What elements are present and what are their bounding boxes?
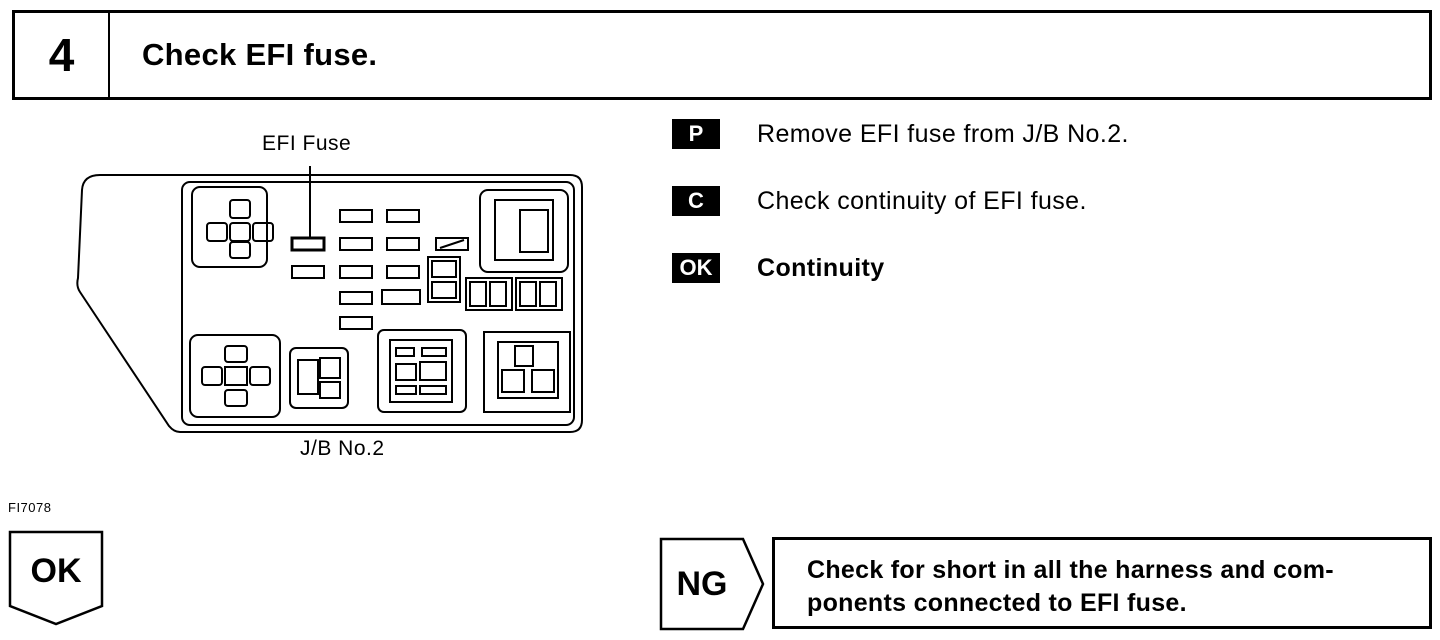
ng-action-line: Check for short in all the harness and c… (807, 556, 1334, 584)
housing-outline (76, 174, 583, 433)
relay-bottom-center (377, 329, 467, 413)
fuse-row-5 (339, 316, 373, 330)
instruction-prepare: P Remove EFI fuse from J/B No.2. (672, 119, 1129, 149)
down-arrow-shape (8, 530, 104, 626)
relay-bottom-small (289, 347, 349, 409)
fuse-row-4 (339, 289, 421, 305)
step-header: 4 Check EFI fuse. (12, 10, 1432, 100)
relay-socket-top-left (191, 186, 274, 268)
relay-bottom-right (483, 331, 571, 413)
relay-top-right (479, 189, 569, 273)
fuse-row-3 (291, 265, 420, 279)
efi-fuse-label: EFI Fuse (262, 132, 352, 155)
instruction-text: Continuity (757, 253, 885, 282)
ok-branch-arrow: OK (8, 530, 104, 626)
ok-branch-label: OK (30, 551, 82, 590)
ng-branch-arrow: NG (659, 537, 767, 631)
mini-relay-cluster (427, 256, 563, 311)
badge-ok: OK (672, 253, 720, 283)
badge-c: C (672, 186, 720, 216)
fuse-row-1 (339, 209, 420, 223)
junction-block-label: J/B No.2 (300, 437, 385, 460)
relay-socket-bottom-left (189, 334, 281, 418)
instruction-check: C Check continuity of EFI fuse. (672, 186, 1087, 216)
badge-p: P (672, 119, 720, 149)
step-number: 4 (15, 13, 110, 97)
fuse-row-2 (290, 236, 469, 252)
ng-action-line: ponents connected to EFI fuse. (807, 589, 1187, 617)
inner-panel (181, 181, 575, 426)
right-arrow-shape (659, 537, 765, 631)
figure-id: FI7078 (8, 500, 52, 515)
junction-block-diagram: EFI Fuse J/B No.2 (70, 120, 600, 470)
ng-action-box: Check for short in all the harness and c… (772, 537, 1432, 629)
junction-block-drawing (76, 166, 583, 433)
instruction-ok-result: OK Continuity (672, 253, 885, 283)
step-title: Check EFI fuse. (142, 37, 378, 72)
instruction-text: Check continuity of EFI fuse. (757, 186, 1087, 215)
instruction-text: Remove EFI fuse from J/B No.2. (757, 119, 1129, 148)
ng-branch-label: NG (676, 564, 728, 603)
